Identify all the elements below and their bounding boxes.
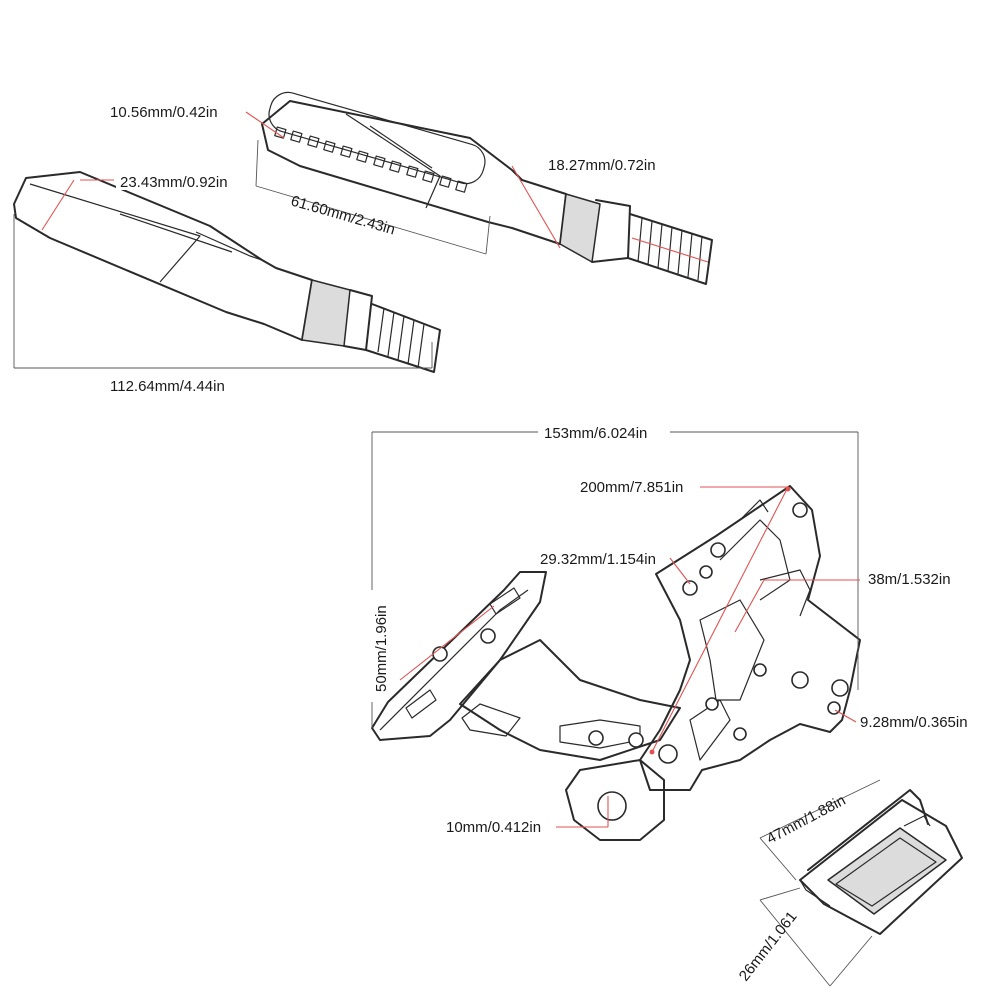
reflector-height-label: 26mm/1.061 <box>736 908 801 984</box>
turn-signal-upper <box>261 91 713 285</box>
pivot-hole-label: 10mm/0.412in <box>446 819 541 836</box>
thread-upper <box>627 213 713 285</box>
total-length-label: 112.64mm/4.44in <box>110 378 225 395</box>
led-strip-length-label: 61.60mm/2.43in <box>289 193 397 239</box>
reflector <box>799 789 963 935</box>
mount-width-label: 38m/1.532in <box>868 571 951 588</box>
arm-end-point <box>785 486 791 492</box>
turn-signal-dimensions <box>13 111 709 369</box>
plate-height-label: 50mm/1.96in <box>373 605 390 692</box>
bracket <box>371 485 861 841</box>
small-hole-label: 9.28mm/0.365in <box>860 714 968 731</box>
reflector-length-label: 47mm/1.88in <box>764 792 849 848</box>
bracket-width-label: 153mm/6.024in <box>544 425 647 442</box>
lens-height-label: 10.56mm/0.42in <box>110 104 218 121</box>
slot-spacing-label: 29.32mm/1.154in <box>540 551 656 568</box>
front-height-label: 23.43mm/0.92in <box>120 174 228 191</box>
led-row <box>274 126 468 193</box>
arm-length-label: 200mm/7.851in <box>580 479 683 496</box>
labels: 10.56mm/0.42in 18.27mm/0.72in 23.43mm/0.… <box>102 102 968 984</box>
body-diameter-label: 18.27mm/0.72in <box>548 157 656 174</box>
thread-lower <box>365 303 441 373</box>
arm-start-point <box>649 749 655 755</box>
reflector-dimensions <box>759 779 881 987</box>
turn-signal-lower <box>13 171 441 373</box>
